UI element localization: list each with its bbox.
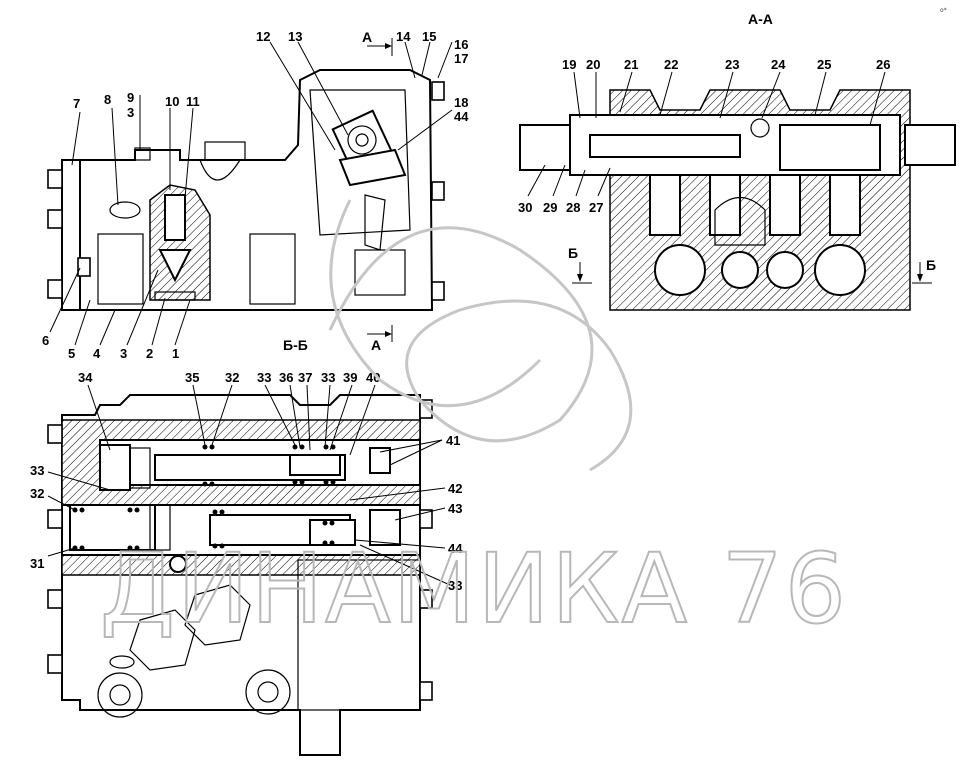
callout-11: 11 [186,94,200,109]
callout-16: 16 [454,37,468,52]
callout-32-top: 32 [225,370,239,385]
callout-34: 34 [78,370,93,385]
callout-27: 27 [589,200,603,215]
callout-22: 22 [664,57,678,72]
callout-31: 31 [30,556,44,571]
callout-23: 23 [725,57,739,72]
callout-33-top-right: 33 [321,370,335,385]
callout-24: 24 [771,57,786,72]
callout-36: 36 [279,370,293,385]
callout-41: 41 [446,433,460,448]
callout-25: 25 [817,57,831,72]
callout-3-top: 3 [127,105,134,120]
callout-43: 43 [448,501,462,516]
callout-10: 10 [165,94,179,109]
callout-29: 29 [543,200,557,215]
callout-39: 39 [343,370,357,385]
callout-19: 19 [562,57,576,72]
callout-42: 42 [448,481,462,496]
cut-mark-a-top: А [362,29,372,45]
corner-mark: o* [940,7,947,14]
callout-8: 8 [104,92,111,107]
callout-33-left: 33 [30,463,44,478]
callout-30: 30 [518,200,532,215]
callout-40: 40 [366,370,380,385]
front-view: А А [47,29,453,353]
callout-33-top: 33 [257,370,271,385]
callout-32-left: 32 [30,486,44,501]
callout-15: 15 [422,29,436,44]
section-aa-title: А-А [748,11,773,27]
watermark-text: ДИНАМИКА 76 [100,533,848,645]
callout-37: 37 [298,370,312,385]
callout-21: 21 [624,57,638,72]
callout-7: 7 [73,96,80,111]
cut-mark-b-right: Б [926,257,936,273]
callout-26: 26 [876,57,890,72]
section-aa: А-А Б Б [519,11,956,311]
callout-28: 28 [566,200,580,215]
callout-35: 35 [185,370,199,385]
callout-12: 12 [256,29,270,44]
section-bb-title: Б-Б [283,337,308,353]
callout-6: 6 [42,333,49,348]
callout-9: 9 [127,90,134,105]
cut-mark-b-left: Б [568,245,578,261]
callout-18: 18 [454,95,468,110]
callout-5: 5 [68,346,75,361]
section-bb: Б-Б [47,337,451,756]
cut-mark-a-bottom: А [371,337,381,353]
callout-13: 13 [288,29,302,44]
callout-14: 14 [396,29,411,44]
callout-17: 17 [454,51,468,66]
callout-4: 4 [93,346,101,361]
callout-33-bottom: 33 [448,578,462,593]
callout-3: 3 [120,346,127,361]
callout-44-bottom: 44 [448,541,463,556]
callout-2: 2 [146,346,153,361]
callout-44-top: 44 [454,109,469,124]
callout-1: 1 [172,346,179,361]
callout-20: 20 [586,57,600,72]
watermark: ДИНАМИКА 76 [99,199,848,646]
